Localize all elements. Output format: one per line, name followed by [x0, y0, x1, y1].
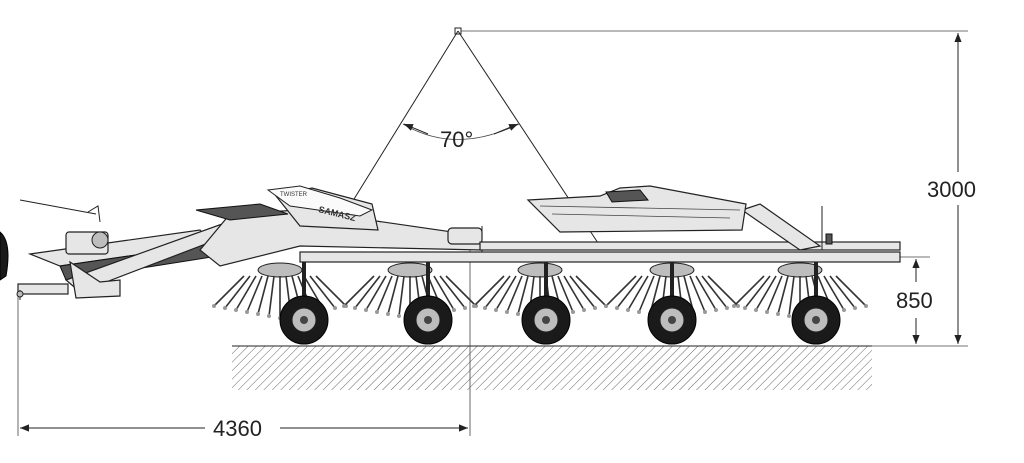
rotor — [212, 262, 348, 320]
clearance-label: 850 — [896, 288, 933, 313]
angle-arrow-right — [493, 123, 519, 135]
ground-hatch — [232, 346, 872, 390]
wheel — [279, 262, 329, 345]
angle-arrow-left — [403, 123, 429, 135]
wheel — [647, 262, 697, 345]
wheel — [403, 262, 453, 345]
folded-rotor-guard — [526, 185, 747, 233]
model-label: TWISTER — [280, 192, 308, 198]
angle-arc — [402, 123, 520, 140]
drawbar — [0, 199, 259, 300]
length-label: 4360 — [213, 416, 262, 441]
wheel-group — [279, 262, 841, 345]
chassis: SAMASZ TWISTER — [195, 185, 901, 267]
cone-line-left — [345, 30, 459, 213]
wheel — [791, 262, 841, 345]
angle-label: 70° — [440, 127, 473, 152]
wheel — [521, 262, 571, 345]
height-label: 3000 — [927, 177, 976, 202]
